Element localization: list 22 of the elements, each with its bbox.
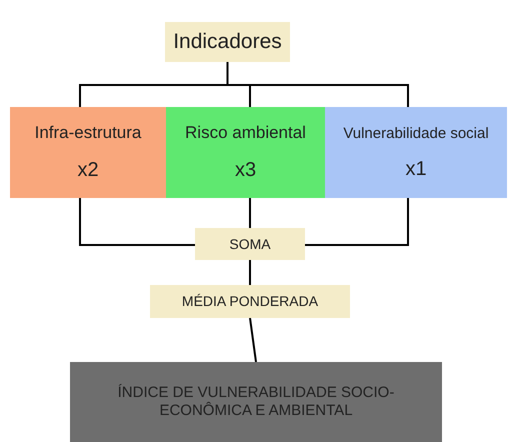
box-label: ÍNDICE DE VULNERABILIDADE SOCIO-ECONÔMICA E AMBIENTAL	[116, 384, 396, 420]
box-label: SOMA	[228, 236, 272, 252]
result-box	[70, 362, 442, 442]
box-label: Risco ambiental	[184, 123, 307, 144]
connector-line	[249, 318, 257, 362]
box-label: MÉDIA PONDERADA	[180, 293, 320, 310]
weight-label: x2	[76, 158, 100, 182]
box-label: Vulnerabilidade social	[342, 124, 490, 142]
weight-label: x1	[404, 156, 428, 180]
connector-line	[249, 260, 251, 285]
category-box	[10, 107, 166, 198]
connector-line	[305, 198, 409, 246]
connector-line	[249, 198, 251, 228]
category-box	[166, 107, 325, 198]
box-label: Indicadores	[172, 29, 283, 55]
process-box	[195, 228, 305, 260]
process-box	[150, 285, 350, 318]
box-label: Infra-estrutura	[34, 123, 142, 144]
connector-line	[79, 198, 195, 246]
category-box	[325, 107, 507, 198]
title-box	[165, 22, 290, 62]
weight-label: x3	[234, 158, 258, 182]
